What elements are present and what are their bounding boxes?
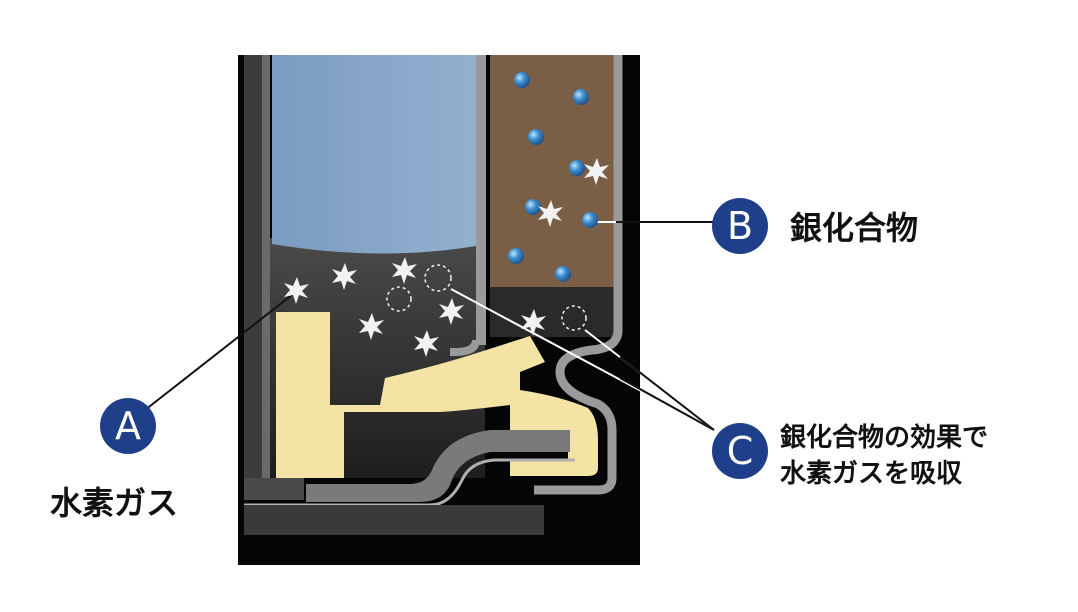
separator	[476, 55, 486, 345]
zinc-region	[272, 55, 476, 254]
label-hydrogen-gas: 水素ガス	[50, 484, 179, 522]
badge-b: B	[712, 198, 768, 254]
badge-a: A	[100, 398, 156, 454]
hydrogen-sparkles	[284, 158, 609, 357]
bottom-plate	[244, 478, 304, 500]
absorbed-gas-circles	[386, 264, 587, 331]
seal-gasket	[276, 312, 598, 478]
left-wall	[244, 55, 262, 485]
badge-b-letter: B	[726, 204, 754, 248]
label-absorption: 銀化合物の効果で 水素ガスを吸収	[780, 420, 988, 492]
label-absorption-line2: 水素ガスを吸収	[780, 459, 963, 489]
badge-c: C	[712, 423, 768, 479]
right-shell	[534, 55, 623, 495]
blue-particles	[508, 72, 598, 282]
leader-line-a	[144, 290, 298, 411]
label-silver-compound: 銀化合物	[790, 209, 919, 247]
label-absorption-line1: 銀化合物の効果で	[780, 423, 989, 453]
badge-c-letter: C	[726, 429, 754, 473]
badge-a-letter: A	[115, 404, 141, 448]
